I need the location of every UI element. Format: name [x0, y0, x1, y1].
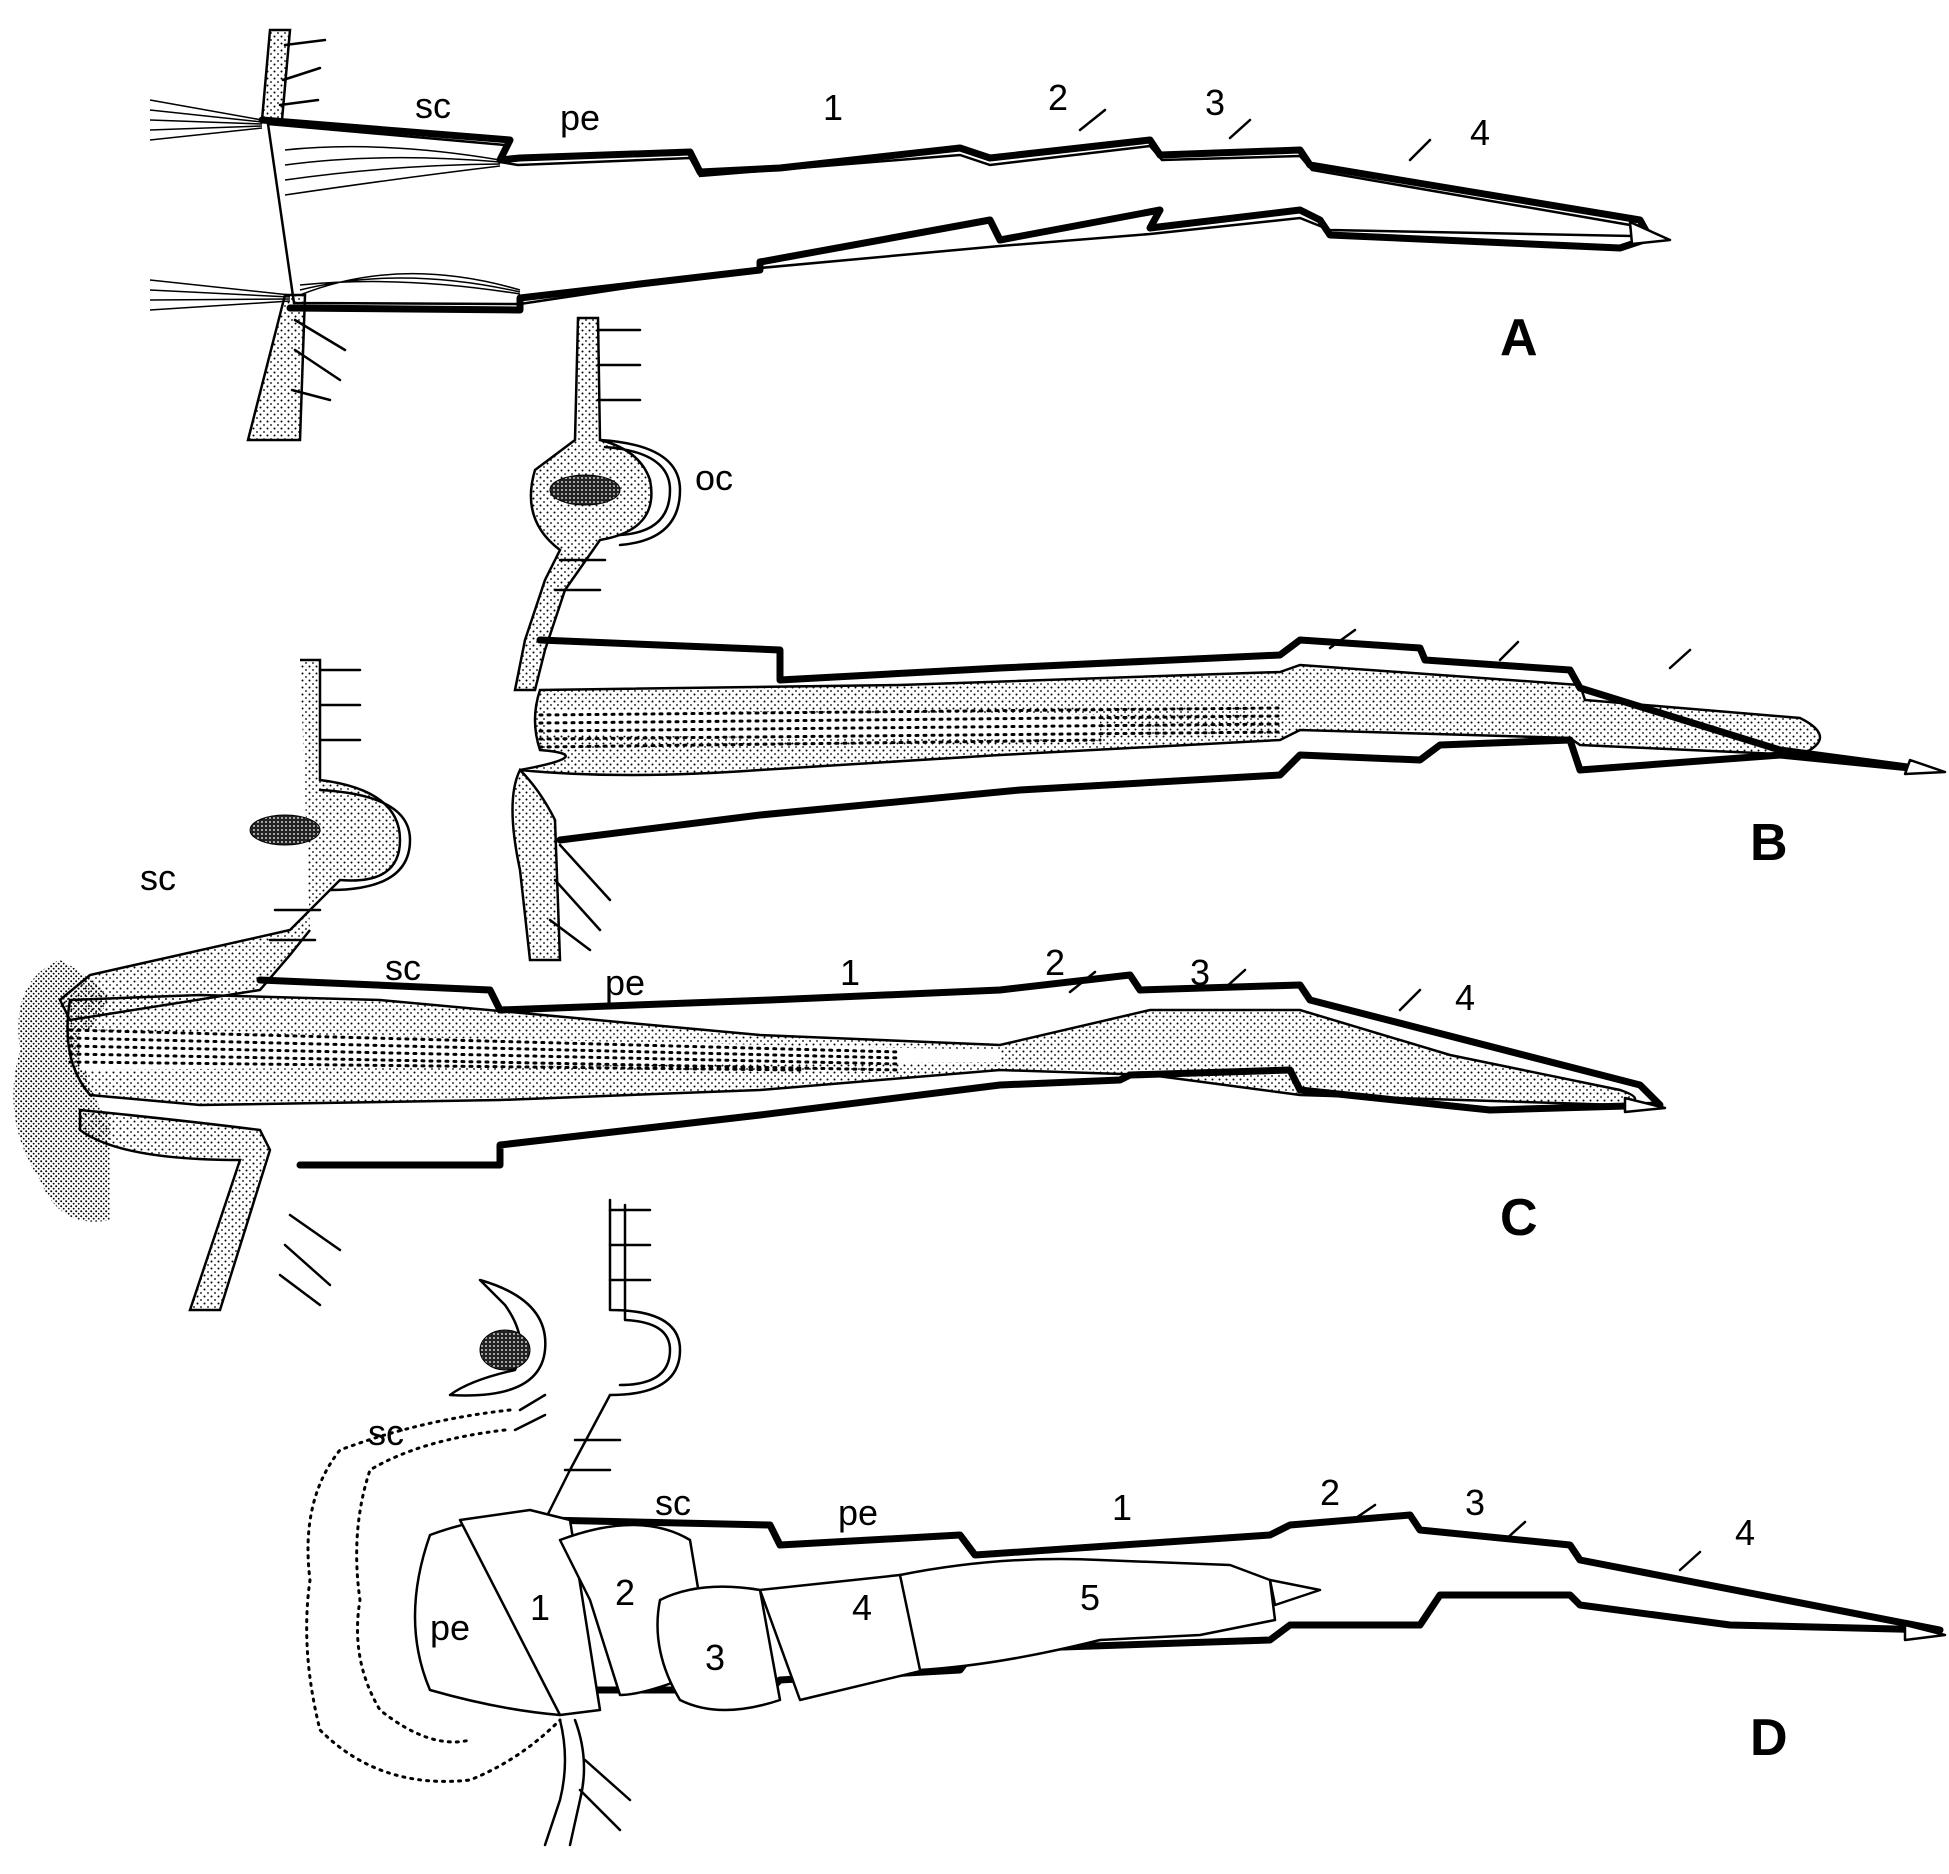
panel-d-inner-1 [458, 1508, 602, 1717]
panel-b-setae [553, 328, 642, 592]
panel-a-lower-body-wall [246, 293, 307, 442]
panel-a-outer-wall [258, 116, 1654, 314]
panel-d-lower-body-wall [543, 1718, 586, 1847]
panel-a-label-1: 1 [823, 87, 843, 128]
panel-d-label-inner-1: 1 [530, 1587, 550, 1628]
panel-d-spines [1348, 1503, 1702, 1572]
panel-c-lower-body-wall [78, 1108, 272, 1312]
panel-a-label-pe: pe [560, 97, 600, 138]
panel-c-label-sc: sc [385, 947, 421, 988]
panel-a-setae [278, 38, 347, 402]
panel-b-outer-wall [536, 636, 1934, 844]
panel-d-inner-tip [1268, 1578, 1322, 1607]
panel-d-label-4: 4 [1735, 1512, 1755, 1553]
panel-c-outer-wall [256, 971, 1664, 1169]
panel-c-label-1: 1 [840, 952, 860, 993]
panel-d-label-inner-5: 5 [1080, 1577, 1100, 1618]
panel-d-labels: sc sc pe 1 2 3 4 pe 1 2 3 4 5 [368, 1412, 1755, 1678]
panel-c-lower-setae [278, 1213, 342, 1307]
panel-d-label-3: 3 [1465, 1482, 1485, 1523]
panel-b-tip [1903, 758, 1947, 776]
panel-b-oc-loop [598, 438, 682, 547]
panel-c-dark-mass [249, 814, 321, 846]
panel-d-label-inner-2: 2 [615, 1572, 635, 1613]
panel-b-spines [1328, 628, 1692, 670]
panel-b-everted-sac [519, 663, 1822, 777]
panel-c-label-2: 2 [1045, 942, 1065, 983]
panel-a-upper-body-wall [260, 28, 292, 122]
panel-a-label-2: 2 [1048, 77, 1068, 118]
panel-c-tip [1623, 1096, 1667, 1114]
panel-a-eversible-sac [266, 122, 1634, 306]
panel-d-letter: D [1750, 1709, 1788, 1767]
panel-c-body-wall [58, 658, 402, 1022]
panel-b-letter: B [1750, 814, 1788, 872]
panel-d-label-inner-3: 3 [705, 1637, 725, 1678]
panel-d-dark-mass [479, 1329, 531, 1371]
panel-c: sc sc pe 1 2 3 4 C [13, 658, 1667, 1312]
panel-c-label-3: 3 [1190, 952, 1210, 993]
panel-d-inner-3 [656, 1585, 782, 1712]
panel-d-scape-outline [305, 1408, 562, 1783]
panel-d-setae [513, 1208, 652, 1472]
panel-d-label-1: 1 [1112, 1487, 1132, 1528]
panel-d-label-pe-inner: pe [430, 1607, 470, 1648]
panel-d-tip [1903, 1623, 1947, 1642]
panel-a-spines [1078, 108, 1432, 162]
panel-d-lower-setae [578, 1758, 632, 1832]
panel-a-labels: sc pe 1 2 3 4 [415, 77, 1490, 153]
panel-d: sc sc pe 1 2 3 4 pe 1 2 3 4 5 D [305, 1198, 1947, 1847]
panel-d-body-wall [543, 1198, 682, 1522]
panel-b-dark-mass [549, 474, 621, 506]
panel-c-letter: C [1500, 1189, 1538, 1247]
panel-d-label-2: 2 [1320, 1472, 1340, 1513]
panel-d-inner-5 [898, 1557, 1277, 1672]
panel-c-spines [1068, 968, 1422, 1012]
panel-c-label-4: 4 [1455, 977, 1475, 1018]
panel-c-labels: sc sc pe 1 2 3 4 [140, 857, 1475, 1018]
panel-b: oc B [511, 316, 1947, 962]
panel-d-label-pe: pe [838, 1492, 878, 1533]
panel-d-label-sc: sc [655, 1482, 691, 1523]
panel-c-label-sc-upper: sc [140, 857, 176, 898]
panel-b-lower-body-wall [511, 767, 562, 962]
panel-b-lower-setae [548, 843, 612, 952]
panel-a-muscle-fibres [149, 99, 521, 311]
panel-a-label-3: 3 [1205, 82, 1225, 123]
panel-d-label-inner-4: 4 [852, 1587, 872, 1628]
panel-c-oc-loop [318, 788, 412, 892]
panel-c-setae [268, 668, 362, 942]
panel-a-tip [1628, 220, 1672, 246]
panel-a-label-sc: sc [415, 85, 451, 126]
panel-d-label-sc-upper: sc [368, 1412, 404, 1453]
panel-a: sc pe 1 2 3 4 A [149, 28, 1672, 442]
panel-c-lumen-lines [68, 1028, 902, 1072]
panel-a-letter: A [1500, 309, 1538, 367]
panel-c-label-pe: pe [605, 962, 645, 1003]
panel-b-lumen-lines [538, 706, 1282, 749]
panel-a-label-4: 4 [1470, 112, 1490, 153]
panel-b-label-oc: oc [695, 457, 733, 498]
